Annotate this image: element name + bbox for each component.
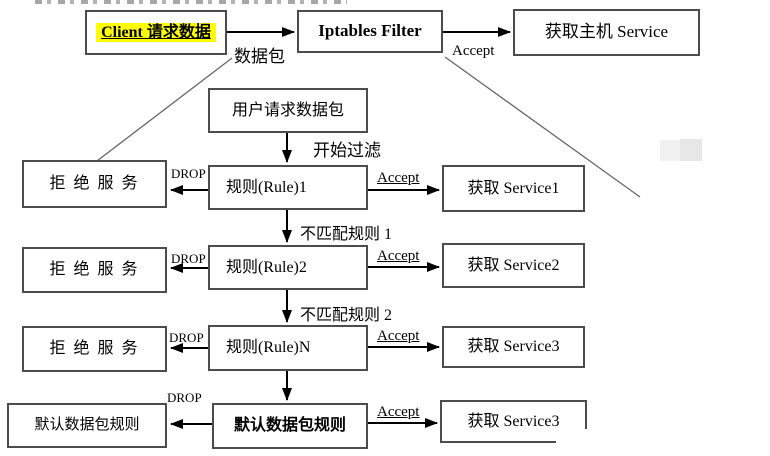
node-deny-service-3: 拒 绝 服 务 — [22, 326, 167, 372]
node-get-service-2: 获取 Service2 — [442, 243, 585, 288]
edge-label-accept-1: Accept — [377, 170, 420, 186]
edge-label-accept-top: Accept — [452, 43, 495, 59]
highlighted-text: Client 请求数据 — [96, 22, 216, 43]
node-rule-2: 规则(Rule)2 — [208, 245, 368, 290]
node-get-service-3: 获取 Service3 — [442, 326, 585, 368]
node-rule-n: 规则(Rule)N — [208, 325, 368, 371]
node-host-service: 获取主机 Service — [513, 9, 700, 56]
gray-smudge-artifact — [680, 139, 702, 161]
node-user-packet: 用户请求数据包 — [208, 88, 368, 133]
node-rule-1: 规则(Rule)1 — [208, 165, 368, 210]
node-client-request: Client 请求数据 — [85, 10, 227, 55]
edge-label-accept-4: Accept — [377, 404, 420, 420]
node-iptables-filter: Iptables Filter — [297, 10, 443, 53]
edge-label-drop-3: DROP — [169, 330, 204, 345]
edge-label-drop-4: DROP — [167, 390, 202, 405]
node-default-rule-target: 默认数据包规则 — [7, 403, 167, 448]
node-deny-service-2: 拒 绝 服 务 — [22, 247, 167, 293]
node-get-service-4: 获取 Service3 — [440, 400, 587, 443]
edge-label-mismatch-2: 不匹配规则 2 — [300, 307, 393, 324]
node-default-rule: 默认数据包规则 — [212, 403, 368, 449]
node-get-service-1: 获取 Service1 — [442, 165, 585, 212]
white-patch-artifact — [556, 429, 590, 447]
edge-label-drop-1: DROP — [171, 166, 206, 181]
edge-label-mismatch-1: 不匹配规则 1 — [300, 226, 393, 243]
edge-label-start-filter: 开始过滤 — [313, 141, 381, 160]
edge-label-packet: 数据包 — [234, 47, 285, 66]
cropped-text-artifact — [35, 0, 347, 4]
edge-label-accept-3: Accept — [377, 328, 420, 344]
node-deny-service-1: 拒 绝 服 务 — [22, 160, 167, 208]
edge-label-accept-2: Accept — [377, 248, 420, 264]
edge-label-drop-2: DROP — [171, 251, 206, 266]
